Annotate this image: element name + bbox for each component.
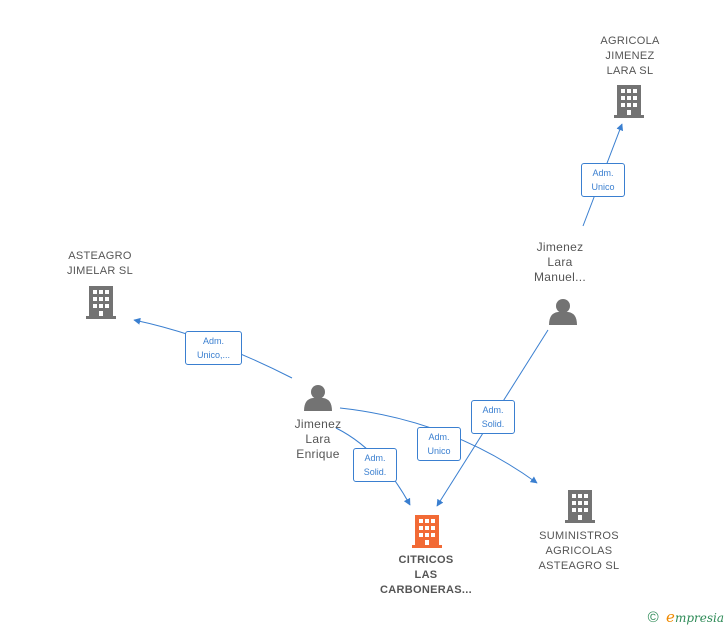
- person-icon[interactable]: [549, 299, 577, 325]
- building-icon[interactable]: [86, 286, 116, 319]
- building-icon[interactable]: [614, 85, 644, 118]
- edge-label-manuel-agricola[interactable]: Adm. Unico: [581, 163, 625, 197]
- building-icon[interactable]: [565, 490, 595, 523]
- edge-label-line: Solid.: [363, 467, 387, 477]
- node-label-manuel[interactable]: Jimenez Lara Manuel...: [522, 240, 598, 285]
- label-line: Lara: [547, 255, 573, 269]
- label-line: AGRICOLA: [600, 35, 660, 47]
- node-label-asteagro[interactable]: ASTEAGRO JIMELAR SL: [52, 249, 148, 279]
- edge-label-enrique-suministros[interactable]: Adm. Unico: [417, 427, 461, 461]
- label-line: Jimenez: [294, 417, 342, 431]
- node-label-enrique[interactable]: Jimenez Lara Enrique: [280, 417, 356, 462]
- label-line: AGRICOLAS: [545, 545, 613, 557]
- node-label-citricos[interactable]: CITRICOS LAS CARBONERAS...: [366, 553, 486, 598]
- brand-logo: empresia: [666, 608, 724, 626]
- edge-label-line: Adm.: [428, 432, 450, 442]
- label-line: CARBONERAS...: [380, 584, 472, 596]
- edge-label-line: Adm.: [364, 453, 386, 463]
- label-line: Manuel...: [533, 270, 587, 284]
- edge-label-enrique-citricos[interactable]: Adm. Solid.: [353, 448, 397, 482]
- edge-label-line: Unico: [591, 182, 615, 192]
- copyright-symbol: ©: [647, 609, 659, 626]
- edge-label-line: Solid.: [481, 419, 505, 429]
- label-line: Lara: [305, 432, 331, 446]
- edge-label-line: Adm.: [592, 168, 614, 178]
- label-line: ASTEAGRO: [68, 250, 132, 262]
- person-icon[interactable]: [304, 385, 332, 411]
- node-label-agricola[interactable]: AGRICOLA JIMENEZ LARA SL: [584, 34, 676, 79]
- edge-label-line: Unico: [427, 446, 451, 456]
- edge-label-enrique-asteagro[interactable]: Adm. Unico,...: [185, 331, 242, 365]
- label-line: Enrique: [296, 447, 340, 461]
- label-line: ASTEAGRO SL: [538, 560, 620, 572]
- label-line: Jimenez: [536, 240, 584, 254]
- label-line: CITRICOS: [398, 554, 454, 566]
- label-line: JIMENEZ: [605, 50, 655, 62]
- edge-label-line: Adm.: [482, 405, 504, 415]
- node-label-suministros[interactable]: SUMINISTROS AGRICOLAS ASTEAGRO SL: [524, 529, 634, 574]
- building-icon-focus[interactable]: [412, 515, 442, 548]
- edge-label-manuel-citricos[interactable]: Adm. Solid.: [471, 400, 515, 434]
- label-line: JIMELAR SL: [67, 265, 133, 277]
- empresia-watermark: © empresia: [648, 608, 724, 626]
- edge-label-line: Unico,...: [196, 350, 230, 360]
- brand-logo-e: e: [666, 608, 675, 626]
- label-line: LAS: [414, 569, 438, 581]
- label-line: SUMINISTROS: [539, 530, 619, 542]
- edge-label-line: Adm.: [202, 336, 224, 346]
- brand-logo-text: mpresia: [674, 611, 724, 625]
- label-line: LARA SL: [606, 65, 654, 77]
